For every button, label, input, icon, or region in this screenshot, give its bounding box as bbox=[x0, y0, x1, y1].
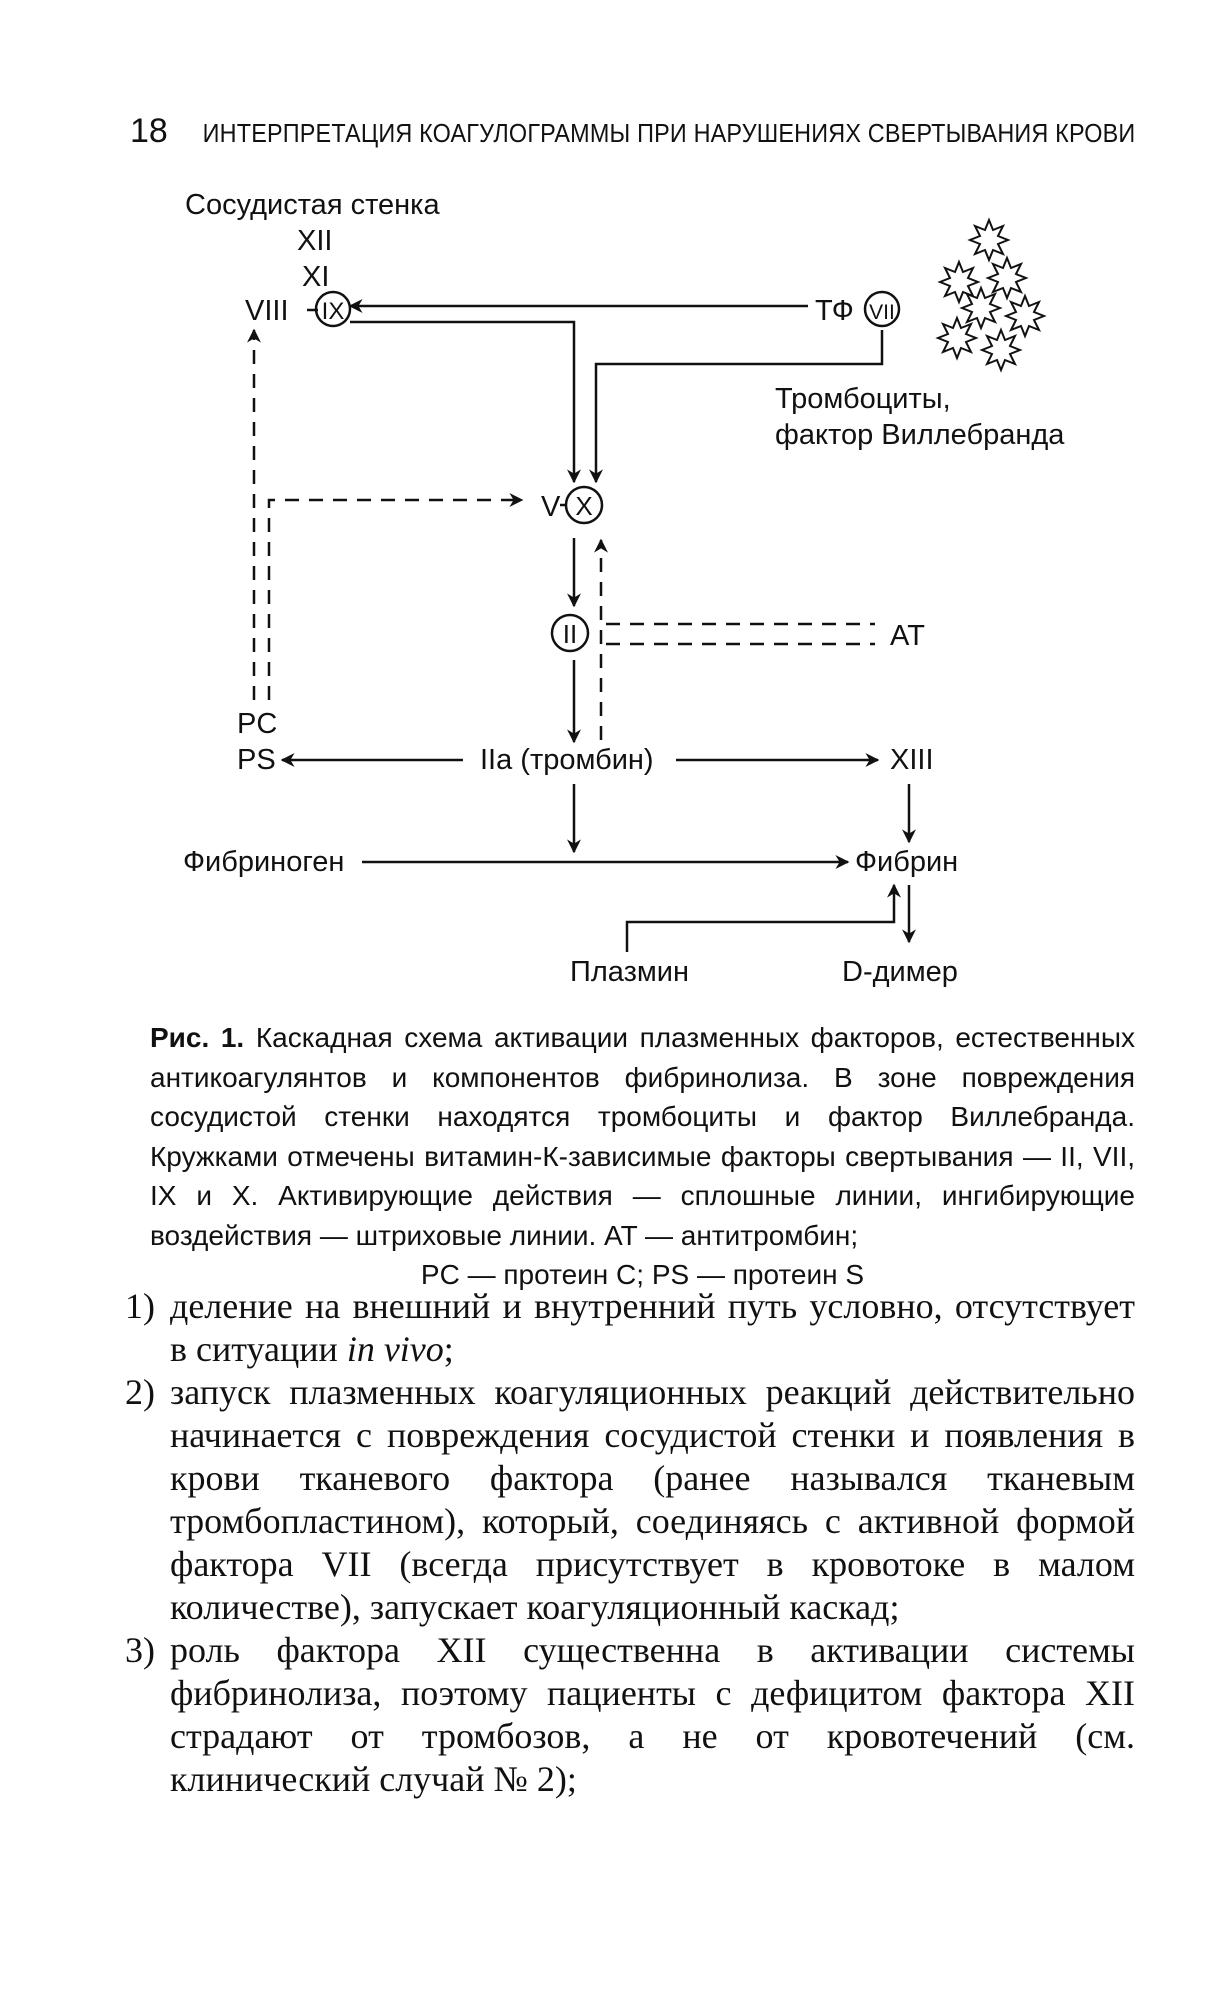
label-plasmin: Плазмин bbox=[570, 956, 689, 988]
list-item: 3) роль фактора XII существенна в актива… bbox=[125, 1629, 1135, 1801]
label-factor-ix: IX bbox=[322, 298, 345, 325]
label-factor-x: X bbox=[575, 491, 592, 521]
arrow-pc-to-v bbox=[267, 493, 524, 700]
label-factor-viii: VIII bbox=[245, 295, 289, 327]
label-factor-xi: XI bbox=[302, 261, 329, 293]
label-antithrombin: AT bbox=[890, 620, 925, 652]
page-header: 18 ИНТЕРПРЕТАЦИЯ КОАГУЛОГРАММЫ ПРИ НАРУШ… bbox=[0, 112, 1215, 162]
coagulation-cascade-diagram: Сосудистая стенка XII XI VIII IX ТФ VII … bbox=[183, 189, 1065, 988]
activation-arrows bbox=[280, 299, 916, 952]
factor-x-circle bbox=[564, 485, 604, 525]
label-d-dimer: D-димер bbox=[842, 956, 958, 988]
label-thrombin: IIa (тромбин) bbox=[480, 744, 654, 776]
arrow-ix-to-x bbox=[350, 320, 581, 484]
list-item-number: 1) bbox=[125, 1286, 155, 1326]
caption-text: Каскадная схема активации плазменных фак… bbox=[150, 1022, 1136, 1251]
list-item-number: 3) bbox=[125, 1630, 155, 1670]
list-item-italic: in vivo bbox=[346, 1329, 444, 1369]
list-item: 2) запуск плазменных коагуляционных реак… bbox=[125, 1371, 1135, 1629]
factor-vii-circle bbox=[863, 290, 901, 328]
running-title: ИНТЕРПРЕТАЦИЯ КОАГУЛОГРАММЫ ПРИ НАРУШЕНИ… bbox=[202, 118, 1135, 148]
numbered-list: 1) деление на внешний и внутренний путь … bbox=[125, 1285, 1135, 1801]
label-protein-c: PC bbox=[237, 708, 277, 740]
label-vessel-wall: Сосудистая стенка bbox=[185, 189, 440, 221]
list-item-text: запуск плазменных коагуляционных реакций… bbox=[170, 1372, 1135, 1627]
page-number: 18 bbox=[130, 112, 168, 150]
label-factor-xiii: XIII bbox=[890, 744, 934, 776]
caption-label: Рис. 1. bbox=[150, 1022, 245, 1053]
list-item-number: 2) bbox=[125, 1372, 155, 1412]
label-fibrin: Фибрин bbox=[855, 846, 958, 878]
caption-last-line: PC — протеин C; PS — протеин S bbox=[420, 1259, 865, 1290]
label-protein-s: PS bbox=[237, 744, 276, 776]
arrow-plasmin-to-fibrin bbox=[625, 883, 901, 952]
list-item-text: роль фактора XII существенна в активации… bbox=[170, 1630, 1135, 1799]
label-tissue-factor: ТФ bbox=[815, 295, 854, 327]
list-item-text-end: ; bbox=[443, 1329, 454, 1369]
label-factor-xii: XII bbox=[297, 225, 332, 257]
label-factor-ii: II bbox=[563, 619, 577, 649]
factor-ii-circle bbox=[550, 613, 590, 653]
list-item: 1) деление на внешний и внутренний путь … bbox=[125, 1285, 1135, 1371]
label-platelets-line2: фактор Виллебранда bbox=[775, 419, 1065, 451]
list-item-text: деление на внешний и внутренний путь усл… bbox=[170, 1286, 1135, 1369]
label-platelets-line1: Тромбоциты, bbox=[775, 383, 951, 415]
figure-caption: Рис. 1. Каскадная схема активации плазме… bbox=[150, 1018, 1135, 1295]
label-factor-v: V bbox=[541, 491, 561, 523]
label-fibrinogen: Фибриноген bbox=[183, 846, 344, 878]
inhibition-arrows bbox=[247, 328, 875, 740]
label-factor-vii: VII bbox=[869, 301, 895, 324]
platelet-cluster-icon bbox=[935, 217, 1047, 373]
arrow-vii-to-x bbox=[589, 330, 884, 484]
